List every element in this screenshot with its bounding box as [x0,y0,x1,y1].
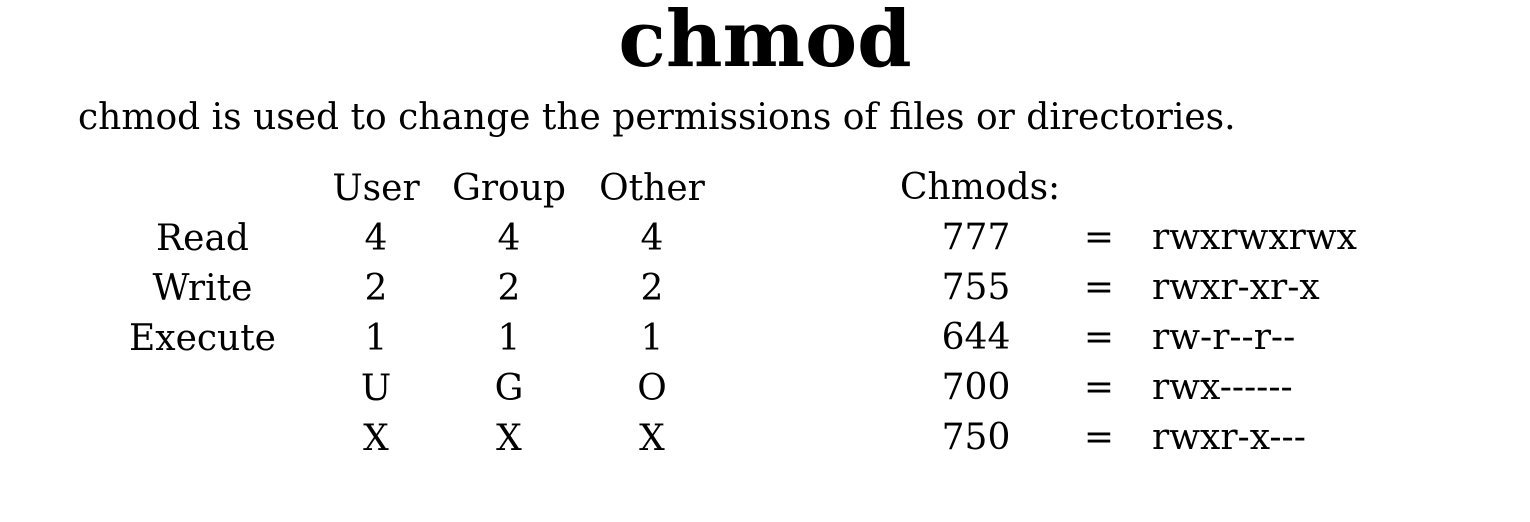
octal-code: 700 [941,367,1011,408]
cell-user: 4 [364,217,388,259]
octal-code: 644 [941,317,1011,358]
table-header-row: User Group Other [100,163,733,213]
chmods-list: 777 = rwxrwxrwx 755 = rwxr-xr-x 644 = rw… [930,213,1412,463]
cell-user: 2 [364,267,388,309]
row-label [100,363,305,413]
table-row-execute: Execute 1 1 1 [100,313,733,363]
header-cell-group: Group [452,167,566,209]
header-cell-empty [100,163,305,213]
cell-group: X [496,417,522,459]
cell-group: 2 [497,267,521,309]
cell-other: X [639,417,665,459]
permissions-table: User Group Other Read 4 4 4 Write 2 2 2 … [100,163,733,463]
list-item: 755 = rwxr-xr-x [930,263,1412,313]
symbolic-permissions: rwxrwxrwx [1152,217,1357,258]
symbolic-permissions: rw-r--r-- [1152,317,1296,358]
equals-sign: = [1083,217,1114,258]
cell-other: O [637,367,667,409]
octal-code: 777 [941,217,1011,258]
chmods-heading: Chmods: [900,167,1061,208]
octal-code: 755 [941,267,1011,308]
equals-sign: = [1083,267,1114,308]
description-text: chmod is used to change the permissions … [78,97,1236,138]
header-cell-other: Other [599,167,705,209]
header-cell-user: User [332,167,420,209]
equals-sign: = [1083,367,1114,408]
cell-user: X [363,417,389,459]
table-row-read: Read 4 4 4 [100,213,733,263]
row-label: Execute [128,317,276,359]
cell-user: U [360,367,392,409]
cell-group: G [494,367,524,409]
table-row-letters: U G O [100,363,733,413]
equals-sign: = [1083,317,1114,358]
symbolic-permissions: rwxr-xr-x [1152,267,1320,308]
octal-code: 750 [941,417,1011,458]
symbolic-permissions: rwx------ [1152,367,1293,408]
table-row-write: Write 2 2 2 [100,263,733,313]
symbolic-permissions: rwxr-x--- [1152,417,1306,458]
list-item: 700 = rwx------ [930,363,1412,413]
cell-group: 1 [497,317,521,359]
cell-other: 4 [640,217,664,259]
cell-other: 2 [640,267,664,309]
list-item: 644 = rw-r--r-- [930,313,1412,363]
list-item: 777 = rwxrwxrwx [930,213,1412,263]
equals-sign: = [1083,417,1114,458]
row-label [100,413,305,463]
list-item: 750 = rwxr-x--- [930,413,1412,463]
cell-user: 1 [364,317,388,359]
cell-group: 4 [497,217,521,259]
cell-other: 1 [640,317,664,359]
row-label: Read [156,217,249,259]
table-row-x: X X X [100,413,733,463]
page-title: chmod [618,0,912,85]
row-label: Write [152,267,253,309]
